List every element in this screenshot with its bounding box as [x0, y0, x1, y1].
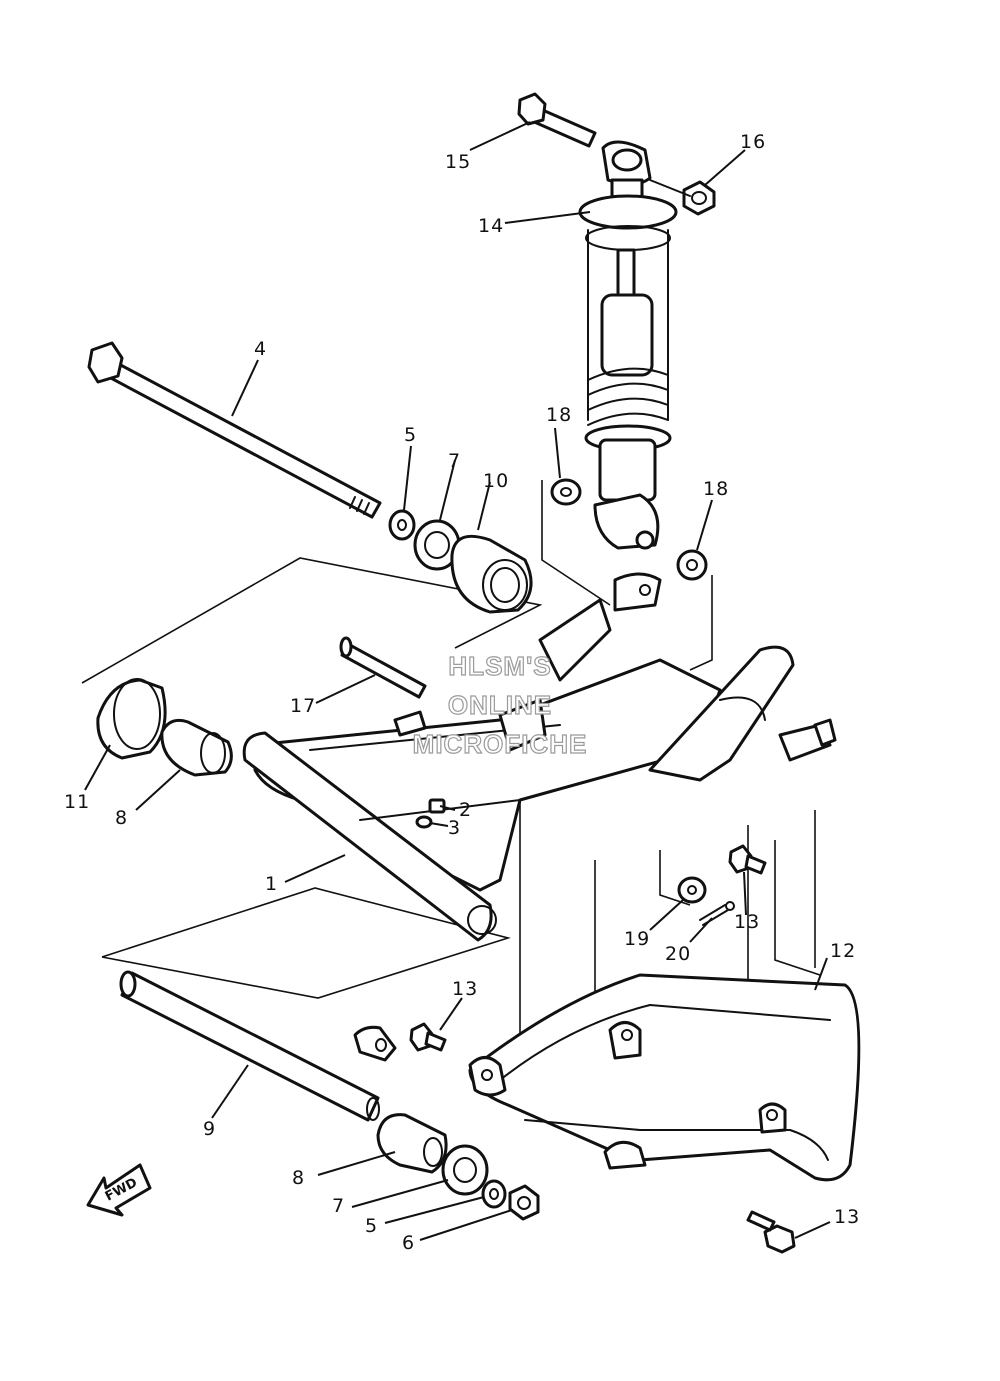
- guard-bolt-right: [728, 844, 767, 875]
- lower-collar: [376, 1113, 448, 1174]
- shock-collar-right: [676, 549, 708, 581]
- callout-7-upper: 7: [448, 450, 461, 472]
- callout-11: 11: [64, 791, 90, 813]
- callout-20: 20: [665, 943, 691, 965]
- callout-15: 15: [445, 151, 471, 173]
- callout-labels: 15 16 14 4 5 7 10 18 18 17 11 8 2 3 1 19…: [64, 131, 860, 1254]
- cotter-pin: [699, 901, 735, 926]
- grease-nipple: [428, 798, 446, 814]
- callout-9: 9: [203, 1118, 216, 1140]
- guard-bolt-left: [409, 1022, 447, 1052]
- watermark-line2: ONLINE: [448, 690, 552, 720]
- shock-absorber: [578, 140, 691, 550]
- washer-19: [677, 876, 707, 904]
- callout-5-lower: 5: [365, 1215, 378, 1237]
- swingarm: [242, 572, 837, 942]
- callout-18-right: 18: [703, 478, 729, 500]
- swingarm-guard: [353, 973, 861, 1182]
- callout-4: 4: [254, 338, 267, 360]
- callout-6: 6: [402, 1232, 415, 1254]
- callout-8-lower: 8: [292, 1167, 305, 1189]
- upper-nut: [682, 180, 716, 216]
- callout-14: 14: [478, 215, 504, 237]
- shock-collar-left: [550, 478, 582, 506]
- callout-13-left: 13: [452, 978, 478, 1000]
- callout-17: 17: [290, 695, 316, 717]
- callout-3: 3: [448, 817, 461, 839]
- callout-13-bottom: 13: [834, 1206, 860, 1228]
- pivot-washer-upper: [388, 509, 416, 541]
- lower-nut: [508, 1184, 540, 1221]
- nipple-seal: [415, 815, 433, 829]
- callout-5-upper: 5: [404, 424, 417, 446]
- callout-19: 19: [624, 928, 650, 950]
- callout-7-lower: 7: [332, 1195, 345, 1217]
- left-collar: [160, 718, 233, 777]
- pivot-bushing: [450, 534, 533, 614]
- fwd-arrow: FWD: [86, 1163, 152, 1217]
- callout-2: 2: [459, 799, 472, 821]
- lower-bearing: [441, 1144, 489, 1196]
- left-bushing: [96, 678, 167, 760]
- pivot-shaft: [119, 970, 380, 1122]
- upper-shock-bolt: [517, 92, 597, 148]
- guard-bolt-bottom: [746, 1210, 796, 1254]
- pivot-bolt: [87, 341, 382, 519]
- callout-10: 10: [483, 470, 509, 492]
- watermark: HLSM'S ONLINE MICROFICHE: [412, 650, 588, 759]
- watermark-line1: HLSM'S: [448, 651, 551, 681]
- leader-lines: [84, 121, 831, 1241]
- callout-12: 12: [830, 940, 856, 962]
- lower-washer: [481, 1179, 507, 1209]
- callout-1: 1: [265, 873, 278, 895]
- swingarm-bolt: [339, 636, 427, 699]
- callout-18-left: 18: [546, 404, 572, 426]
- callout-8-upper: 8: [115, 807, 128, 829]
- watermark-line3: MICROFICHE: [413, 729, 588, 759]
- callout-16: 16: [740, 131, 766, 153]
- callout-13-right: 13: [734, 911, 760, 933]
